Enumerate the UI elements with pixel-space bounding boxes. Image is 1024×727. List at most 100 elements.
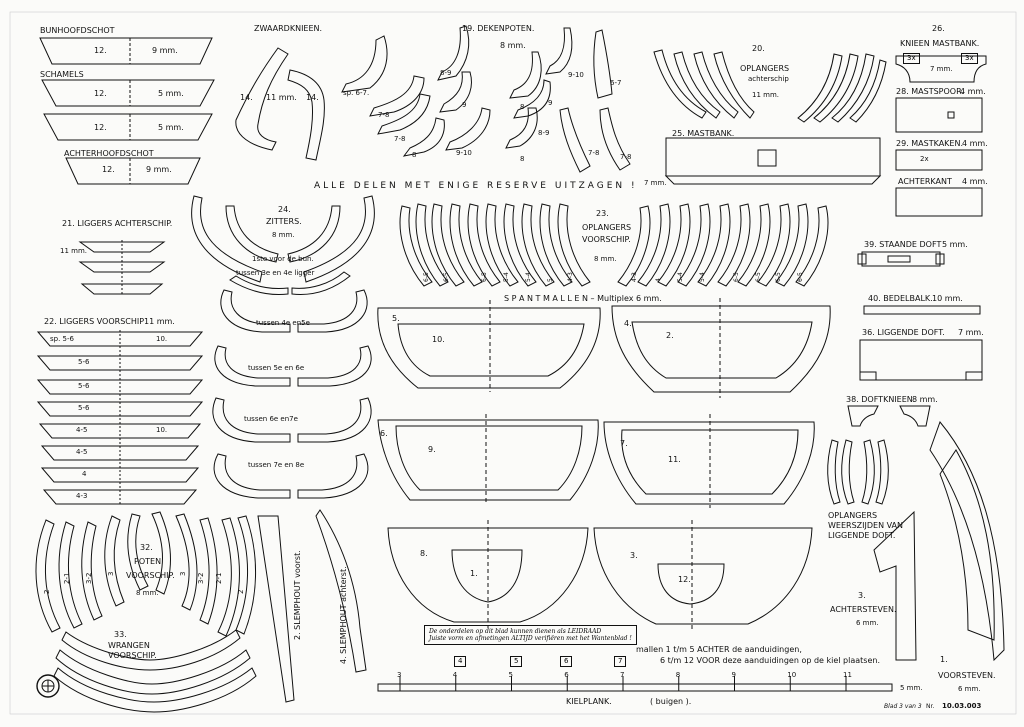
label-pt3-b: 3 [179,571,187,576]
label-oplangers-achter-num: 20. [752,44,765,53]
label-pt32-b: 3-2 [197,572,205,584]
label-m5: 5. [392,314,400,323]
label-8-a: 8 [412,151,417,159]
oplangers-achterschip-group [653,49,887,123]
kiel-tick-label-10: 10 [787,671,797,679]
leidraad-note-box: De onderdelen op dit blad kunnen dienen … [424,625,637,645]
label-sp67: sp. 6-7. [343,89,370,97]
staande-doft-part [857,251,945,267]
label-78-d: 7-8 [620,153,632,161]
mastspoor-part [895,97,983,133]
label-achtersteven-num: 3. [858,591,866,600]
label-ol65-f: 6-5 [775,272,782,282]
label-pt32-a: 3-2 [85,572,93,584]
label-910-a: 9-10 [456,149,472,157]
label-oplangers-doft-2: WEERSZIJDEN VAN [828,521,904,530]
label-oplangers-achter-sub: achterschip [748,75,789,83]
dekenpoten-group [341,25,631,173]
label-oplangers-voor-num: 23. [596,209,609,218]
slemphout-achterst-part [315,509,367,673]
wrangen-voorschip-group [53,629,257,713]
label-oplangers-doft-1: OPLANGERS [828,511,878,520]
oplangers-doft-group [827,439,889,505]
label-ol65-a: 6-5 [423,272,430,282]
spantmal-7-11 [603,414,815,508]
label-78-a: 7-8 [378,111,390,119]
label-ol54-b: 5-4 [525,272,532,282]
label-achtersteven-mm: 6 mm. [856,619,879,627]
label-89-a: 8-9 [440,69,452,77]
label-lv-sp56: sp. 5-6 [50,335,74,343]
label-kielplank-mm: 5 mm. [900,684,923,692]
label-achtersteven: ACHTERSTEVEN. [830,605,897,614]
label-wrangen: WRANGEN [108,641,150,650]
mastbank-part [664,137,882,185]
liggende-doft-part [859,339,983,381]
label-liggers-voor: 22. LIGGERS VOORSCHIP [44,317,145,326]
label-slemphout-voorst: 2. SLEMPHOUT voorst. [293,550,302,640]
label-zitters: ZITTERS. [266,217,302,226]
label-mastkaken: 29. MASTKAKEN. [896,139,964,148]
slemphout-voorst-part [257,515,295,703]
label-ol54-d: 5-4 [699,272,706,282]
kiel-tick-label-5: 5 [508,671,513,679]
doftknieen-part [847,405,931,427]
label-ol65-d: 6-5 [733,272,740,282]
label-liggende-doft-mm: 7 mm. [958,328,984,337]
label-lv-56-b: 5-6 [78,382,90,390]
label-lv-45-b: 4-5 [76,448,88,456]
label-mastbank-mm: 7 mm. [644,179,667,187]
label-ol65-g: 6-5 [797,272,804,282]
label-bunhoofdschot: BUNHOOFDSCHOT [40,26,115,35]
label-poten-mm: 8 mm. [136,589,159,597]
label-oplangers-voor: OPLANGERS [582,223,632,232]
label-slemphout-achterst: 4. SLEMPHOUT achterst. [339,566,348,664]
schamel-part-2 [43,113,213,141]
label-ol54-c: 5-4 [677,272,684,282]
label-m2: 2. [666,331,674,340]
label-pt2-a: 2 [43,589,51,594]
label-zit1: 1ste voor de bun. [252,255,314,263]
liggers-achterschip-group [78,240,166,296]
achterkant-part [895,187,983,217]
zwaardknie-left [235,47,289,151]
label-poten: POTEN [134,557,162,566]
label-zit4: tussen 5e en 6e [248,364,305,372]
label-zit3: tussen 4e en5e [256,319,310,327]
label-lv-56-c: 5-6 [78,404,90,412]
label-knieen-num: 26. [932,24,945,33]
label-zit6: tussen 7e en 8e [248,461,305,469]
label-dekenpoten: 19. DEKENPOTEN. [462,24,535,33]
label-pt2-b: 2 [237,589,245,594]
label-910-b: 9-10 [568,71,584,79]
kiel-box-7: 7 [614,656,627,667]
label-lv-10-a: 10. [156,335,168,343]
label-lv-45-a: 4-5 [76,426,88,434]
label-pt3-a: 3 [107,571,115,576]
label-mastkaken-mm: 4 mm. [962,139,988,148]
label-pt21-b: 2-1 [215,572,223,584]
label-zit5: tussen 6e en7e [244,415,298,423]
label-5mm-b: 5 mm. [158,123,184,132]
knieen-mastbank-part [895,55,987,83]
achterhoofdschot-part [65,157,201,185]
label-lv-4: 4 [82,470,87,478]
label-voorsteven-num: 1. [940,655,948,664]
kiel-tick-label-3: 3 [397,671,402,679]
mastkaken-part [895,149,983,171]
label-achterkant-mm: 4 mm. [962,177,988,186]
kiel-tick-label-11: 11 [843,671,852,679]
kielplank-part [377,683,893,692]
label-9mm-b: 9 mm. [146,165,172,174]
oplangers-voorschip-group [399,203,829,287]
label-zit2: tussen 3e en 4e ligger [236,269,315,277]
label-kielplank: KIELPLANK. [566,697,612,706]
label-wrangen-sub: VOORSCHIP. [108,651,157,660]
label-liggers-achter: 21. LIGGERS ACHTERSCHIP. [62,219,173,228]
label-mastbank: 25. MASTBANK. [672,129,735,138]
label-ol65-b: 6-5 [443,272,450,282]
label-89-b: 8-9 [538,129,550,137]
kiel-tick-label-7: 7 [620,671,625,679]
label-poten-sub: VOORSCHIP. [126,571,175,580]
